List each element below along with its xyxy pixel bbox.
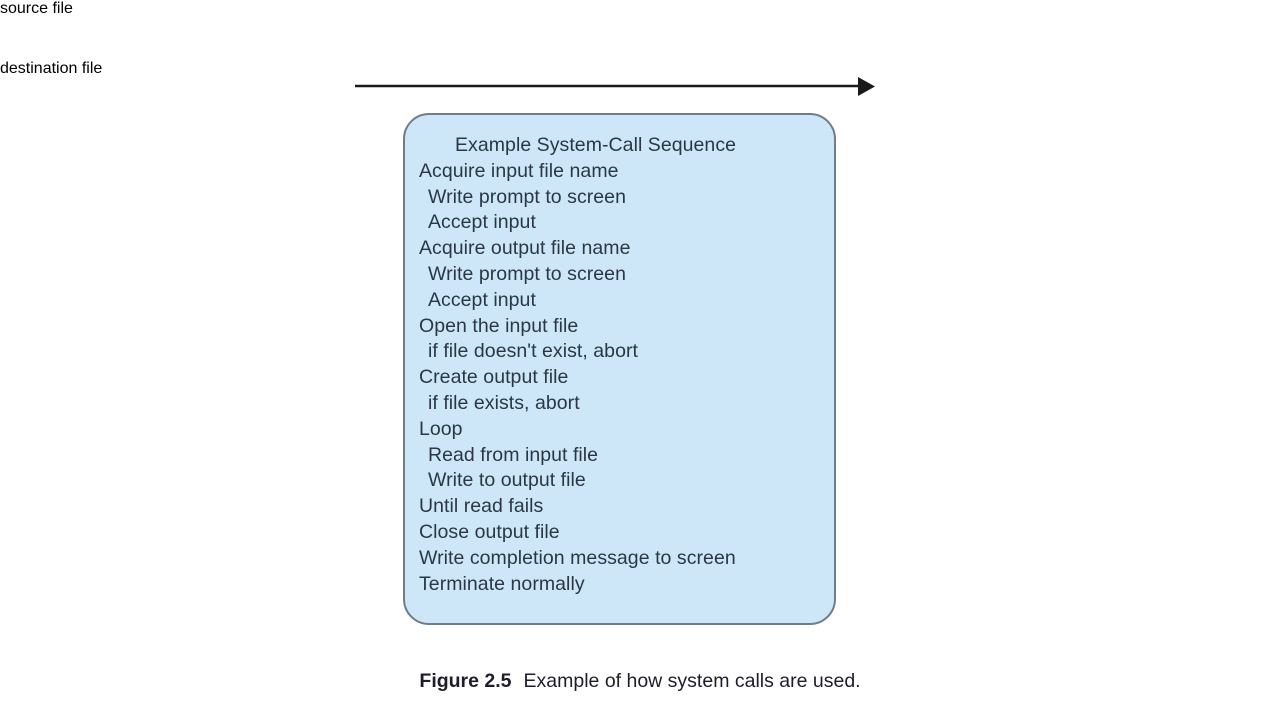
list-item: Until read fails [419, 495, 544, 518]
sequence-title: Example System-Call Sequence [455, 134, 737, 156]
list-item: Close output file [419, 520, 560, 543]
figure-caption-text: Example of how system calls are used. [523, 670, 861, 692]
list-item: Write prompt to screen [428, 262, 626, 285]
list-item: Create output file [419, 366, 569, 389]
list-item: if file doesn't exist, abort [428, 340, 638, 363]
flow-arrow-right [355, 77, 875, 96]
destination-file-box: destination file [0, 60, 204, 120]
list-item: Read from input file [428, 443, 599, 466]
list-item: Accept input [428, 288, 536, 311]
list-item: Acquire output file name [419, 237, 631, 260]
list-item: Terminate normally [419, 572, 585, 595]
list-item: Write to output file [428, 469, 586, 492]
figure-caption: Figure 2.5 Example of how system calls ar… [0, 670, 1280, 693]
destination-file-label: destination file [0, 60, 103, 77]
list-item: if file exists, abort [428, 391, 580, 414]
source-file-label: source file [0, 0, 73, 17]
list-item: Open the input file [419, 314, 579, 337]
system-call-step-list: Example System-Call Sequence Acquire inp… [419, 133, 826, 597]
list-item: Acquire input file name [419, 159, 619, 182]
list-item: Loop [419, 417, 463, 440]
list-item: Accept input [428, 211, 536, 234]
list-item: Write prompt to screen [428, 185, 626, 208]
system-call-sequence-panel: Example System-Call Sequence Acquire inp… [403, 113, 836, 625]
figure-caption-label: Figure 2.5 [419, 670, 512, 692]
list-item: Write completion message to screen [419, 546, 736, 569]
source-file-box: source file [0, 0, 167, 60]
